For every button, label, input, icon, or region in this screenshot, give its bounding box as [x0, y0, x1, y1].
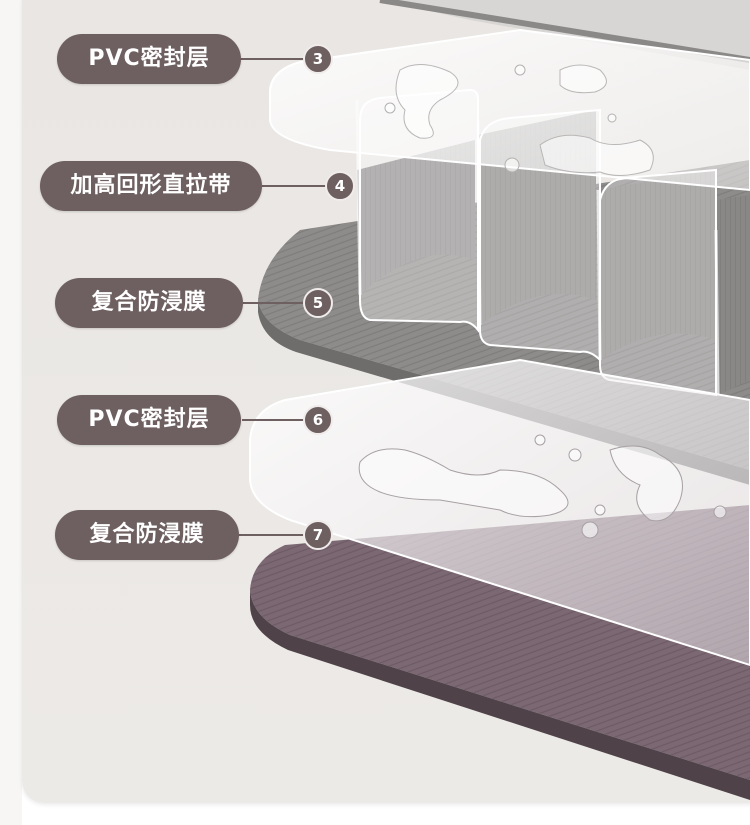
- layer-number-6: 6: [303, 405, 333, 435]
- layer-label-membrane-top: 复合防浸膜: [55, 278, 243, 328]
- layer-number-7: 7: [303, 520, 333, 550]
- layer-number-3: 3: [303, 44, 333, 74]
- top-pvc-sheet: [269, 28, 750, 397]
- layer-label-membrane-bottom: 复合防浸膜: [55, 510, 239, 560]
- leader-lines: [238, 58, 327, 536]
- left-margin: [0, 0, 22, 825]
- layer-label-strap: 加高回形直拉带: [40, 161, 262, 211]
- layer-label-pvc-top: PVC密封层: [57, 34, 241, 84]
- top-frame-edge: [379, 0, 750, 63]
- strap-panels: [355, 99, 750, 396]
- layer-number-5: 5: [303, 288, 333, 318]
- layer-number-4: 4: [325, 171, 355, 201]
- layer-label-pvc-bottom: PVC密封层: [57, 395, 241, 445]
